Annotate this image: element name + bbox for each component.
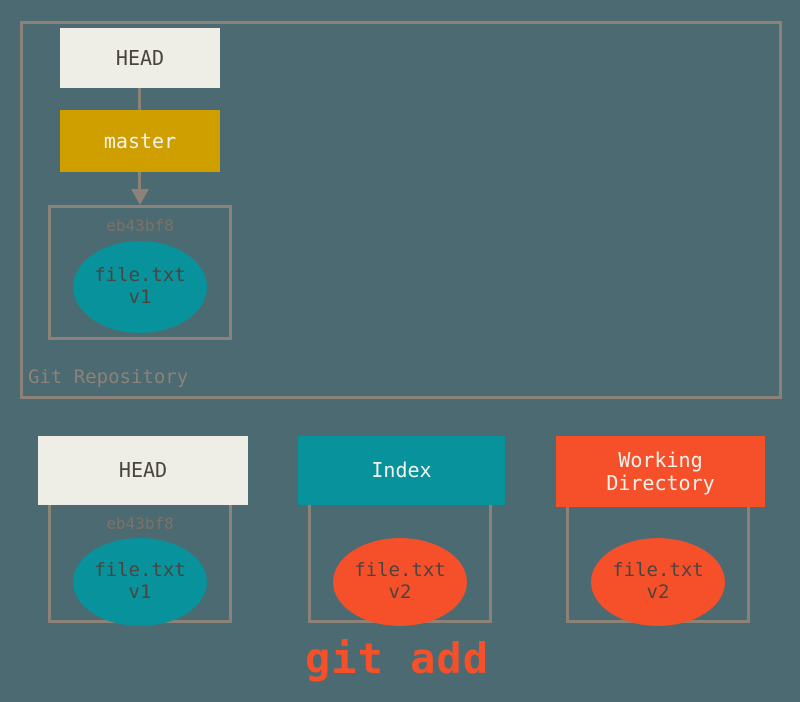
- working-directory-area-container: file.txt v2: [566, 490, 750, 626]
- head-area-header[interactable]: HEAD: [38, 436, 248, 505]
- command-caption: git add: [305, 634, 490, 683]
- arrow-master-to-commit-head: [130, 189, 149, 205]
- arrow-master-to-commit-shaft: [138, 172, 141, 190]
- repo-commit-blob-name: file.txt: [94, 264, 186, 287]
- connector-head-to-master: [138, 88, 141, 110]
- working-directory-area-blob-name: file.txt: [612, 559, 704, 582]
- index-area-label: Index: [371, 458, 432, 483]
- working-directory-area-header[interactable]: Working Directory: [556, 436, 765, 507]
- git-repository-label: Git Repository: [28, 366, 189, 388]
- repo-commit-hash: eb43bf8: [106, 216, 174, 235]
- index-area-header[interactable]: Index: [298, 436, 505, 505]
- working-directory-area-blob[interactable]: file.txt v2: [591, 538, 725, 626]
- index-area-blob-name: file.txt: [354, 559, 446, 582]
- repo-head-box[interactable]: HEAD: [60, 28, 220, 88]
- head-area-container: eb43bf8 file.txt v1: [48, 490, 232, 626]
- repo-commit-blob[interactable]: file.txt v1: [73, 241, 207, 333]
- repo-master-label: master: [103, 128, 177, 153]
- repo-head-label: HEAD: [115, 45, 165, 70]
- working-directory-area-label: Working Directory: [606, 448, 715, 495]
- head-area-blob[interactable]: file.txt v1: [73, 538, 207, 626]
- working-directory-area-blob-version: v2: [646, 581, 670, 603]
- head-area-blob-version: v1: [128, 581, 152, 603]
- repo-master-branch-box[interactable]: master: [60, 110, 220, 172]
- index-area-blob-version: v2: [388, 581, 412, 603]
- head-area-blob-name: file.txt: [94, 559, 186, 582]
- repo-commit-blob-version: v1: [128, 286, 152, 308]
- index-area-blob[interactable]: file.txt v2: [333, 538, 467, 626]
- git-repository-frame: [20, 21, 782, 399]
- index-area-container: file.txt v2: [308, 490, 492, 626]
- head-area-label: HEAD: [118, 458, 168, 483]
- head-area-hash: eb43bf8: [106, 514, 174, 533]
- repo-commit-box: eb43bf8 file.txt v1: [48, 205, 232, 340]
